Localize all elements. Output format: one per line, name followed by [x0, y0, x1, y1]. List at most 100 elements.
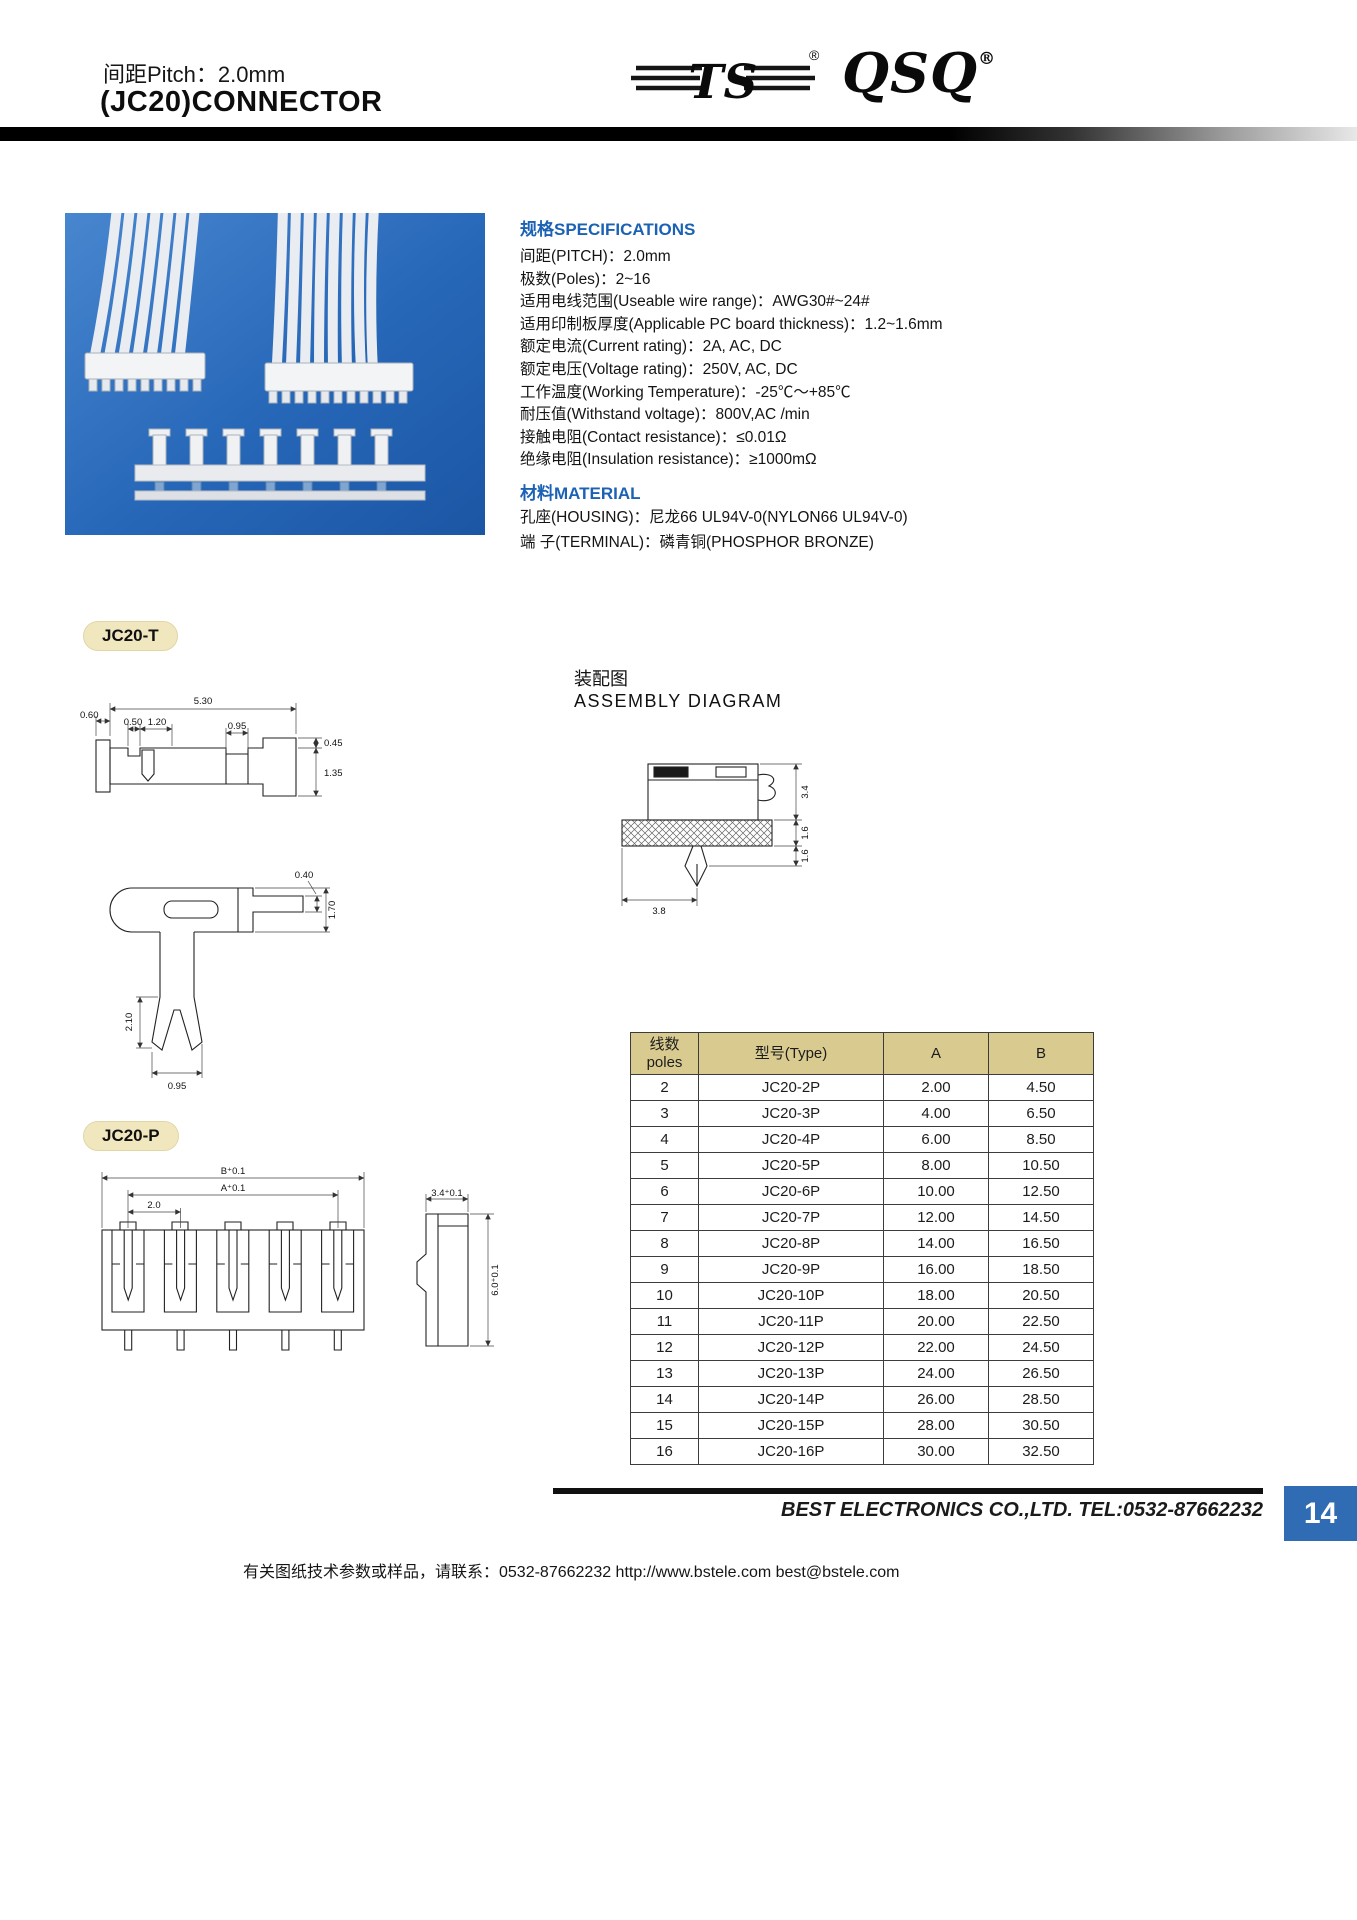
- dim-3-4-side: 3.4⁺0.1: [431, 1188, 462, 1199]
- housing-side-outline: [416, 1213, 469, 1347]
- dim-0-95-side: 0.95: [168, 1081, 187, 1092]
- dim-1-6-b: 1.6: [800, 849, 811, 862]
- section-badge-jc20p: JC20-P: [83, 1121, 179, 1151]
- table-cell: 14: [630, 1386, 699, 1413]
- dim-0-45: 0.45: [324, 738, 343, 749]
- table-cell: JC20-13P: [698, 1360, 884, 1387]
- spec-line: 绝缘电阻(Insulation resistance)：≥1000mΩ: [520, 451, 817, 469]
- table-cell: 32.50: [988, 1438, 1094, 1465]
- col-header-poles: 线数 poles: [630, 1032, 699, 1075]
- terminal-side-outline: [109, 887, 304, 1051]
- spec-line: 额定电流(Current rating)：2A, AC, DC: [520, 338, 782, 356]
- spec-line: 接触电阻(Contact resistance)：≤0.01Ω: [520, 428, 787, 446]
- housing-front-outline: [101, 1221, 365, 1351]
- p-side-dimensions: 3.4⁺0.1 6.0⁺0.1: [425, 1188, 501, 1347]
- table-cell: JC20-14P: [698, 1386, 884, 1413]
- spec-line: 适用印制板厚度(Applicable PC board thickness)：1…: [520, 315, 943, 333]
- table-cell: 16: [630, 1438, 699, 1465]
- dim-a: A⁺0.1: [221, 1183, 246, 1194]
- jc20p-side-view-drawing: 3.4⁺0.1 6.0⁺0.1: [416, 1188, 501, 1347]
- dim-1-6-a: 1.6: [800, 826, 811, 839]
- header-pitch: 间距Pitch：2.0mm: [103, 62, 286, 87]
- jc20t-side-view-drawing: 0.40 1.70 2.10 0.95: [109, 870, 338, 1092]
- table-cell: 14.50: [988, 1204, 1094, 1231]
- page-number: 14: [1303, 1496, 1338, 1530]
- table-cell: 12: [630, 1334, 699, 1361]
- col-header-a: A: [883, 1032, 989, 1075]
- material-line: 端 子(TERMINAL)：磷青铜(PHOSPHOR BRONZE): [520, 534, 874, 551]
- table-cell: 6: [630, 1178, 699, 1205]
- page-title: (JC20)CONNECTOR: [100, 86, 383, 118]
- footer-contact-line: 有关图纸技术参数或样品，请联系：0532-87662232 http://www…: [243, 1564, 900, 1581]
- table-cell: JC20-5P: [698, 1152, 884, 1179]
- table-cell: JC20-2P: [698, 1074, 884, 1101]
- spec-lines: 间距(PITCH)：2.0mm 极数(Poles)：2~16 适用电线范围(Usea…: [520, 246, 943, 472]
- table-cell: JC20-7P: [698, 1204, 884, 1231]
- spec-line: 适用电线范围(Useable wire range)：AWG30#~24#: [520, 293, 870, 311]
- footer-company: BEST ELECTRONICS CO.,LTD. TEL:0532-87662…: [781, 1499, 1263, 1521]
- dim-5-30: 5.30: [194, 696, 213, 707]
- table-cell: 18.50: [988, 1256, 1094, 1283]
- spec-line: 极数(Poles)：2~16: [520, 270, 651, 288]
- col-header-poles-en: poles: [646, 1053, 683, 1071]
- cable-bundle-right: [272, 213, 379, 376]
- qsq-logo: QSQ®: [842, 46, 995, 100]
- assembly-label-en: ASSEMBLY DIAGRAM: [574, 691, 783, 711]
- dim-2-10: 2.10: [124, 1013, 135, 1032]
- terminal-strip: [134, 428, 426, 501]
- table-cell: 10.50: [988, 1152, 1094, 1179]
- dim-b: B⁺0.1: [221, 1166, 246, 1177]
- table-cell: 4.00: [883, 1100, 989, 1127]
- table-cell: 13: [630, 1360, 699, 1387]
- dim-2-0: 2.0: [147, 1200, 160, 1211]
- dim-1-20: 1.20: [148, 717, 167, 728]
- table-cell: 20.00: [883, 1308, 989, 1335]
- table-cell: 4.50: [988, 1074, 1094, 1101]
- connector-left: [84, 352, 206, 392]
- table-cell: 9: [630, 1256, 699, 1283]
- table-cell: 12.00: [883, 1204, 989, 1231]
- product-photo: [65, 213, 485, 535]
- table-cell: 16.00: [883, 1256, 989, 1283]
- table-cell: 26.00: [883, 1386, 989, 1413]
- spec-line: 额定电压(Voltage rating)：250V, AC, DC: [520, 360, 798, 378]
- spec-line: 工作温度(Working Temperature)：-25℃～+85℃: [520, 383, 851, 401]
- table-cell: 7: [630, 1204, 699, 1231]
- spec-line: 间距(PITCH)：2.0mm: [520, 248, 671, 265]
- table-cell: 10.00: [883, 1178, 989, 1205]
- dim-3-4: 3.4: [800, 785, 811, 798]
- table-cell: 15: [630, 1412, 699, 1439]
- table-cell: 20.50: [988, 1282, 1094, 1309]
- p-front-dimensions: B⁺0.1 A⁺0.1 2.0: [101, 1166, 365, 1228]
- col-header-type: 型号(Type): [698, 1032, 884, 1075]
- table-cell: 30.50: [988, 1412, 1094, 1439]
- dim-1-35: 1.35: [324, 768, 343, 779]
- assembly-label-cn: 装配图: [574, 669, 628, 689]
- table-cell: 28.50: [988, 1386, 1094, 1413]
- specifications-heading: 规格SPECIFICATIONS: [520, 220, 696, 239]
- table-cell: 26.50: [988, 1360, 1094, 1387]
- table-cell: 22.50: [988, 1308, 1094, 1335]
- col-header-poles-cn: 线数: [649, 1035, 680, 1053]
- table-cell: 18.00: [883, 1282, 989, 1309]
- table-cell: 2: [630, 1074, 699, 1101]
- dim-1-70: 1.70: [327, 901, 338, 920]
- dim-3-8: 3.8: [652, 906, 665, 917]
- table-cell: 10: [630, 1282, 699, 1309]
- dim-0-40: 0.40: [295, 870, 314, 881]
- table-cell: 2.00: [883, 1074, 989, 1101]
- footer-divider-bar: [553, 1488, 1263, 1494]
- section-badge-jc20t: JC20-T: [83, 621, 178, 651]
- table-cell: JC20-11P: [698, 1308, 884, 1335]
